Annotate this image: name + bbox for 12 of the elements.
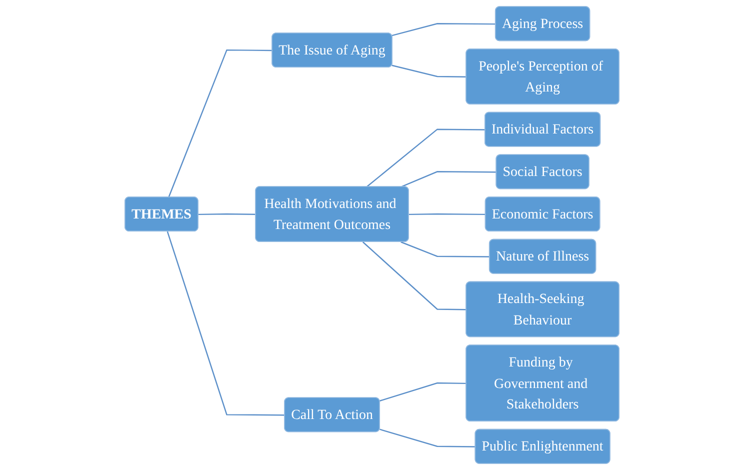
connector (362, 242, 466, 310)
connector (400, 241, 490, 258)
connector (366, 128, 486, 188)
connector (168, 49, 272, 198)
connector (380, 428, 476, 448)
connector (166, 231, 285, 416)
connector (392, 64, 466, 78)
connector (400, 171, 497, 188)
connector (392, 23, 496, 36)
connector (198, 213, 256, 216)
connector (408, 213, 486, 216)
connector (380, 382, 466, 402)
